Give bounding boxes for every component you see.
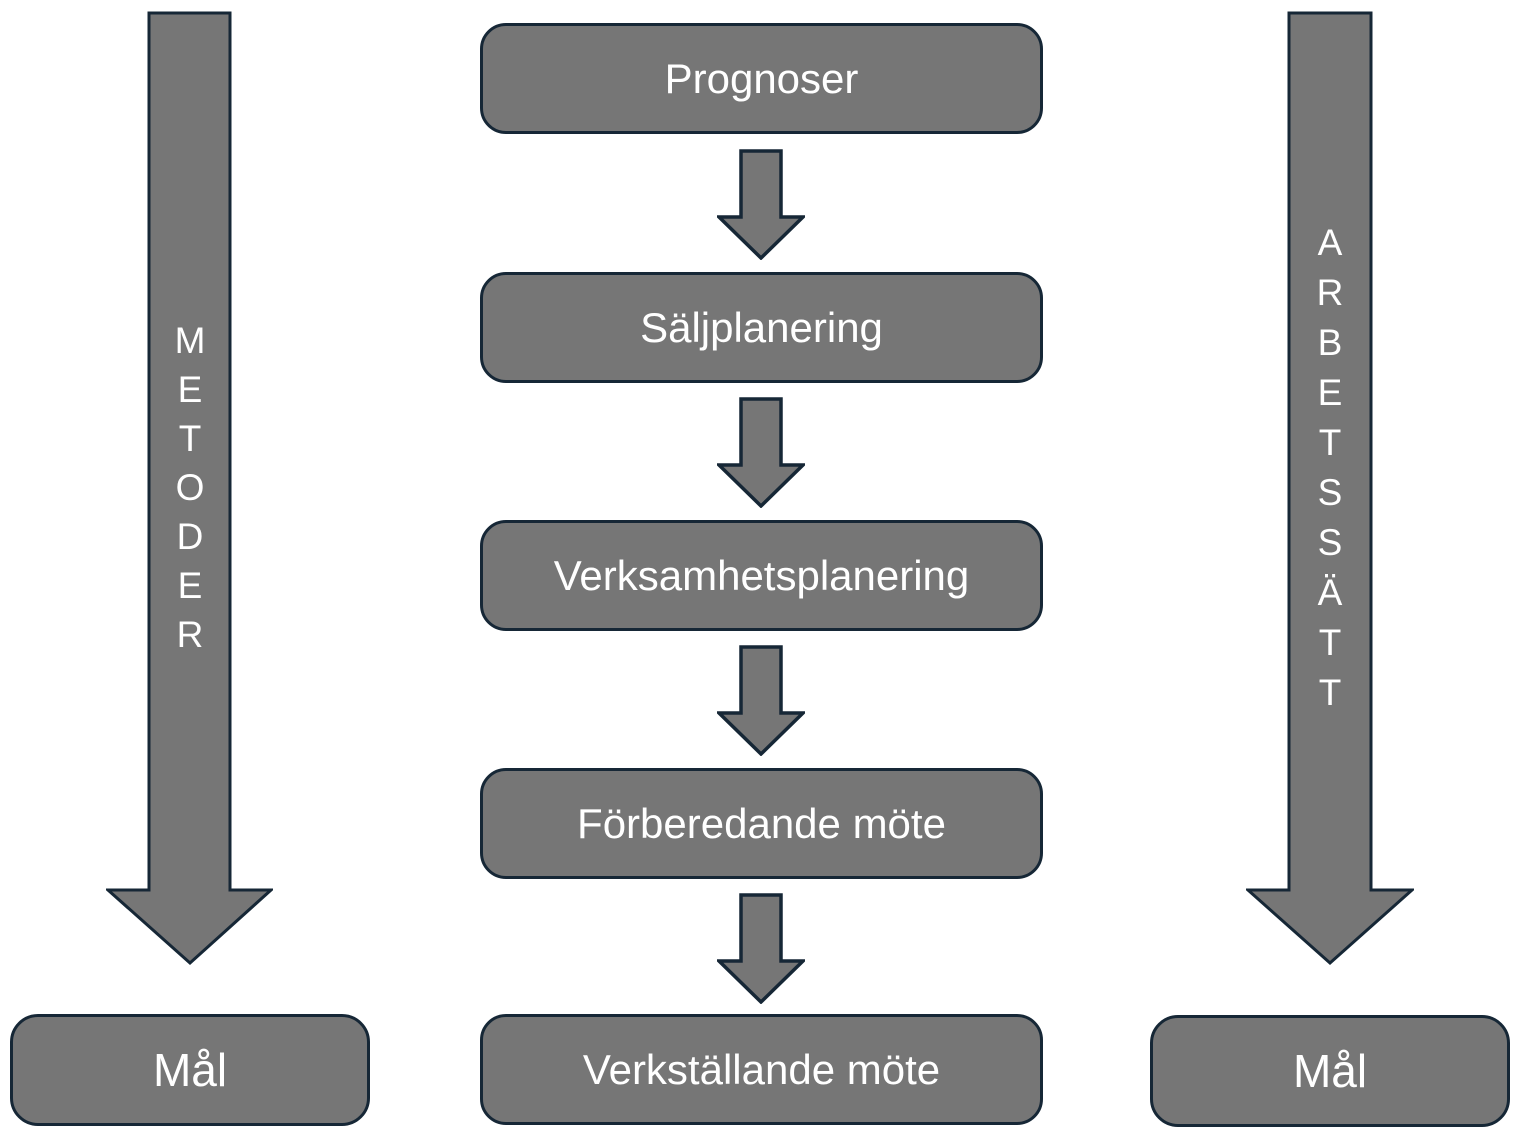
goal-box-right-label: Mål [1292,1045,1368,1097]
flow-step-prognoser: Prognoser [480,23,1043,134]
arbetssatt-arrow-shape [1246,11,1414,966]
flow-connector-arrow-icon [717,149,805,260]
goal-box-left-label: Mål [152,1044,228,1096]
metoder-arrow-shape [106,11,273,966]
metoder-vertical-label: METODER [174,320,206,655]
flow-step-verksamhetsplanering: Verksamhetsplanering [480,520,1043,631]
goal-box-left: Mål [10,1014,370,1126]
flow-connector-arrow-icon [717,397,805,508]
flow-connector-arrow-icon [717,645,805,756]
connector-arrow-shape [717,645,805,756]
connector-arrow-shape [717,397,805,508]
connector-arrow-shape [717,893,805,1004]
flow-step-label: Förberedande möte [577,799,946,847]
arbetssatt-vertical-label: ARBETSSÄTT [1316,222,1344,713]
flow-step-label: Säljplanering [640,303,883,351]
flow-step-forberedande-mote: Förberedande möte [480,768,1043,879]
flow-step-label: Prognoser [664,54,859,102]
flow-step-saljplanering: Säljplanering [480,272,1043,383]
flow-connector-arrow-icon [717,893,805,1004]
goal-box-right: Mål [1150,1015,1510,1127]
arbetssatt-down-arrow-icon [1246,11,1414,966]
flow-step-label: Verkställande möte [582,1045,941,1093]
flow-step-label: Verksamhetsplanering [553,551,970,599]
flow-step-verkstallande-mote: Verkställande möte [480,1014,1043,1125]
metoder-down-arrow-icon [106,11,273,966]
connector-arrow-shape [717,149,805,260]
